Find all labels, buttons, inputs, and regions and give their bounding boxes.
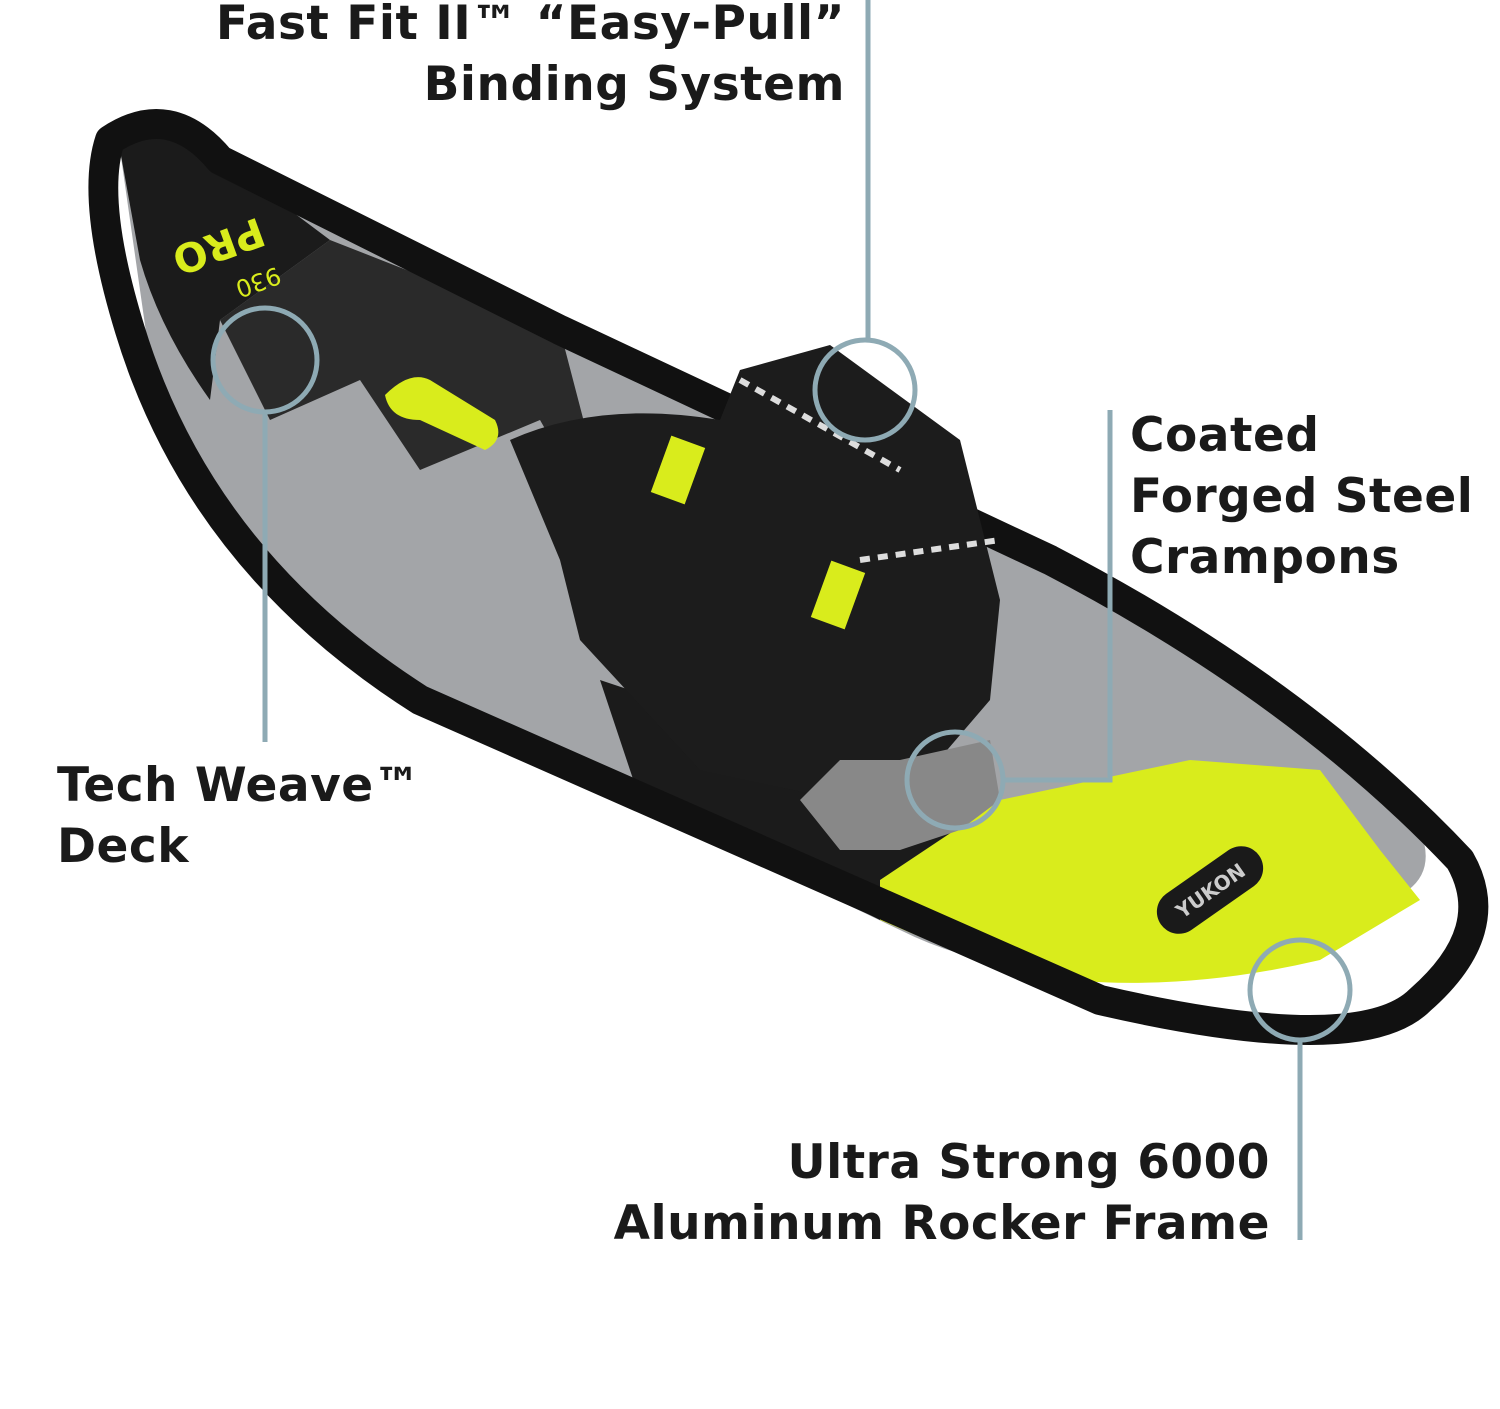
label-line: Forged Steel xyxy=(1130,469,1474,524)
aluminum-frame xyxy=(88,109,1489,1045)
binding-strap xyxy=(859,537,1001,563)
label-line: Crampons xyxy=(1130,530,1400,585)
binding xyxy=(510,345,1000,800)
binding-callout-circle xyxy=(812,337,918,443)
label-line: Ultra Strong 6000 xyxy=(787,1135,1270,1190)
label-line: Aluminum Rocker Frame xyxy=(613,1196,1270,1251)
frame-callout-label: Ultra Strong 6000 Aluminum Rocker Frame xyxy=(614,1132,1270,1254)
binding-strap-tab xyxy=(810,560,866,630)
tail-deck-yellow xyxy=(880,760,1420,983)
crampons-callout-label: Coated Forged Steel Crampons xyxy=(1130,405,1473,588)
callout-markers xyxy=(210,0,1353,1240)
label-line: Fast Fit II™ “Easy-Pull” xyxy=(215,0,845,51)
heel-lift xyxy=(385,377,499,450)
binding-callout-label: Fast Fit II™ “Easy-Pull” Binding System xyxy=(216,0,845,115)
label-line: Tech Weave™ xyxy=(57,758,422,813)
label-line: Coated xyxy=(1130,408,1320,463)
binding-strap-tab xyxy=(650,435,706,505)
crampon xyxy=(800,740,1000,850)
deck-callout-label: Tech Weave™ Deck xyxy=(57,755,421,877)
label-line: Deck xyxy=(57,819,190,874)
binding-strap xyxy=(738,377,902,473)
label-line: Binding System xyxy=(423,57,845,112)
crampons-callout-line xyxy=(1003,410,1113,783)
